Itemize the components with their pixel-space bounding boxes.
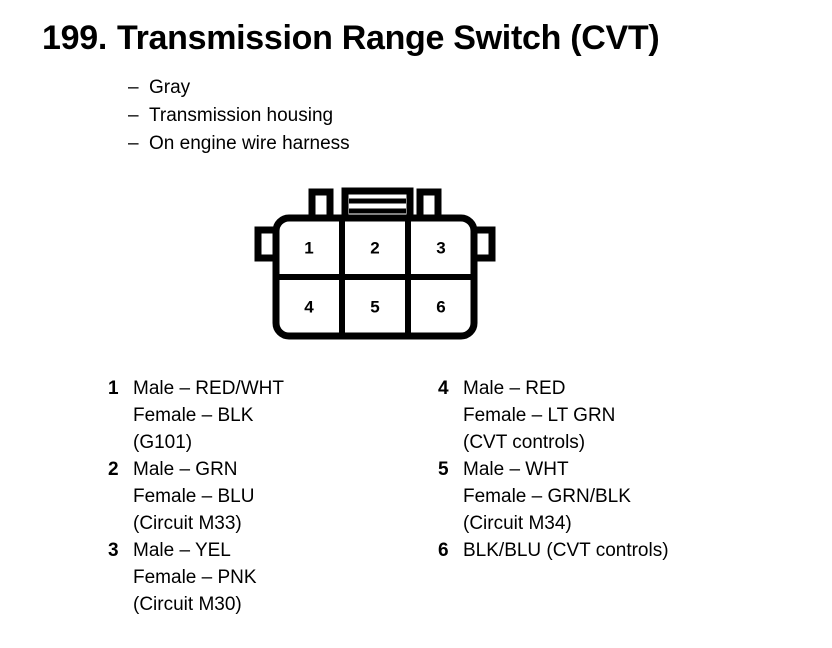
attribute-item-label: Gray [149,77,191,98]
pin-legend-entry-4: 4 Male – RED Female – LT GRN (CVT contro… [438,375,669,456]
bullet-dash-icon: – [128,105,139,126]
pin-legend-line: Male – GRN [133,459,238,480]
pin-legend-number: 6 [438,540,449,561]
attribute-list: – Gray – Transmission housing – On engin… [128,74,350,158]
pin-legend-number: 3 [108,540,119,561]
connector-top-tab-left [308,188,334,222]
pin-legend-line: Male – RED [463,378,566,399]
connector-diagram: 1 2 3 4 5 6 [248,186,498,346]
attribute-item-label: Transmission housing [149,105,334,126]
pin-legend-description: Male – GRN Female – BLU (Circuit M33) [133,456,254,537]
connector-pin-4: 4 [304,297,314,316]
pin-legend-line: Female – GRN/BLK [463,486,631,507]
pin-legend-line: Female – LT GRN [463,405,616,426]
connector-pin-1: 1 [304,238,313,257]
pin-legend-line: (G101) [133,432,193,453]
connector-outline-svg: 1 2 3 4 5 6 [254,187,496,340]
bullet-dash-icon: – [128,133,139,154]
pin-legend-line: (Circuit M33) [133,513,242,534]
pin-legend-line: Female – BLU [133,486,255,507]
connector-pin-2: 2 [370,238,379,257]
pin-legend-number: 2 [108,459,119,480]
pin-legend-entry-6: 6 BLK/BLU (CVT controls) [438,537,669,564]
connector-top-tab-right [416,188,442,222]
pin-legend-line: Male – RED/WHT [133,378,284,399]
pin-legend-description: Male – WHT Female – GRN/BLK (Circuit M34… [463,456,631,537]
attribute-item-harness: – On engine wire harness [128,130,350,158]
pin-legend-column-left: 1 Male – RED/WHT Female – BLK (G101) 2 M… [108,375,284,618]
pin-legend-description: Male – RED Female – LT GRN (CVT controls… [463,375,615,456]
pin-legend-column-right: 4 Male – RED Female – LT GRN (CVT contro… [438,375,669,564]
pin-legend-description: Male – RED/WHT Female – BLK (G101) [133,375,284,456]
pin-legend-line: Male – YEL [133,540,231,561]
connector-side-tab-left [254,226,276,262]
pin-legend-entry-2: 2 Male – GRN Female – BLU (Circuit M33) [108,456,284,537]
connector-side-tab-right [474,226,496,262]
pin-legend-entry-3: 3 Male – YEL Female – PNK (Circuit M30) [108,537,284,618]
pin-legend-description: Male – YEL Female – PNK (Circuit M30) [133,537,257,618]
connector-pin-5: 5 [370,297,379,316]
pin-legend-line: Male – WHT [463,459,569,480]
pin-legend-entry-5: 5 Male – WHT Female – GRN/BLK (Circuit M… [438,456,669,537]
attribute-item-label: On engine wire harness [149,133,350,154]
page-title: 199.Transmission Range Switch (CVT) [42,18,660,58]
bullet-dash-icon: – [128,77,139,98]
pin-legend-line: Female – PNK [133,567,257,588]
pin-legend-line: (CVT controls) [463,432,586,453]
page-title-number: 199. [42,19,107,57]
pin-legend-line: (Circuit M30) [133,594,242,615]
pin-legend-number: 1 [108,378,119,399]
page-title-text: Transmission Range Switch (CVT) [116,19,660,57]
connector-pin-3: 3 [436,238,445,257]
pin-legend-line: (Circuit M34) [463,513,572,534]
connector-top-latch-tab [341,187,414,222]
pin-legend-entry-1: 1 Male – RED/WHT Female – BLK (G101) [108,375,284,456]
attribute-item-location: – Transmission housing [128,102,350,130]
pin-legend-description: BLK/BLU (CVT controls) [463,537,669,564]
pin-legend-line: Female – BLK [133,405,254,426]
attribute-item-connector-color: – Gray [128,74,350,102]
connector-pin-6: 6 [436,297,445,316]
pin-legend-line: BLK/BLU (CVT controls) [463,540,669,561]
pin-legend-number: 5 [438,459,449,480]
pin-legend-number: 4 [438,378,449,399]
